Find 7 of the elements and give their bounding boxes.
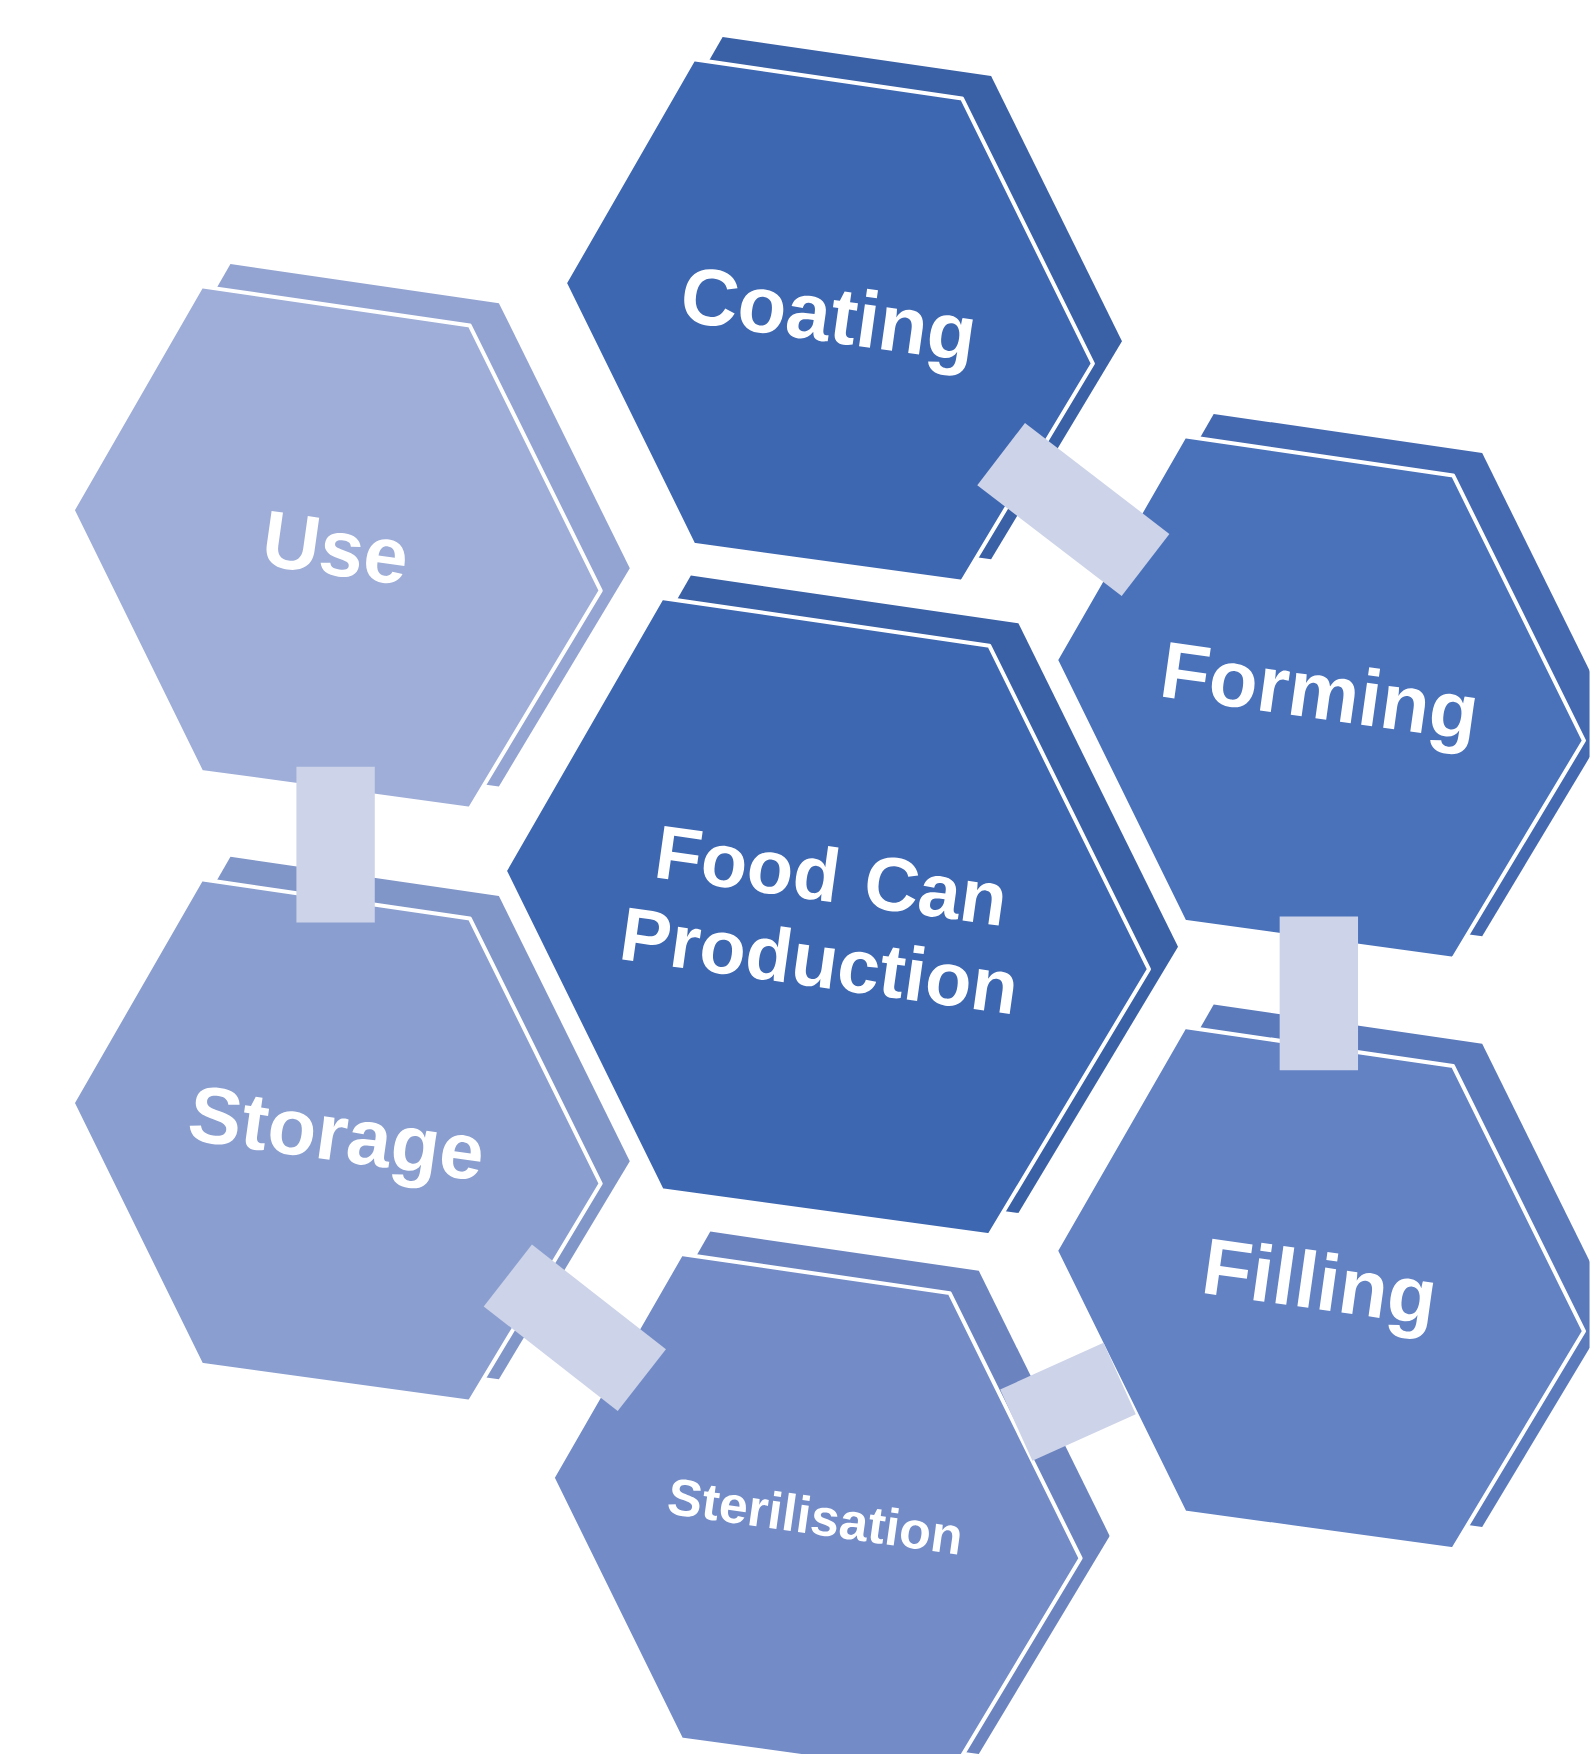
connector-band <box>1000 1342 1137 1461</box>
hexagon: Coating <box>563 36 1123 584</box>
hexagon: Filling <box>1054 1004 1590 1552</box>
hexagon: Forming <box>1054 413 1590 961</box>
connector-band <box>296 766 375 923</box>
hexagon: Use <box>70 264 630 811</box>
hexagon: Sterilisation <box>550 1231 1110 1754</box>
